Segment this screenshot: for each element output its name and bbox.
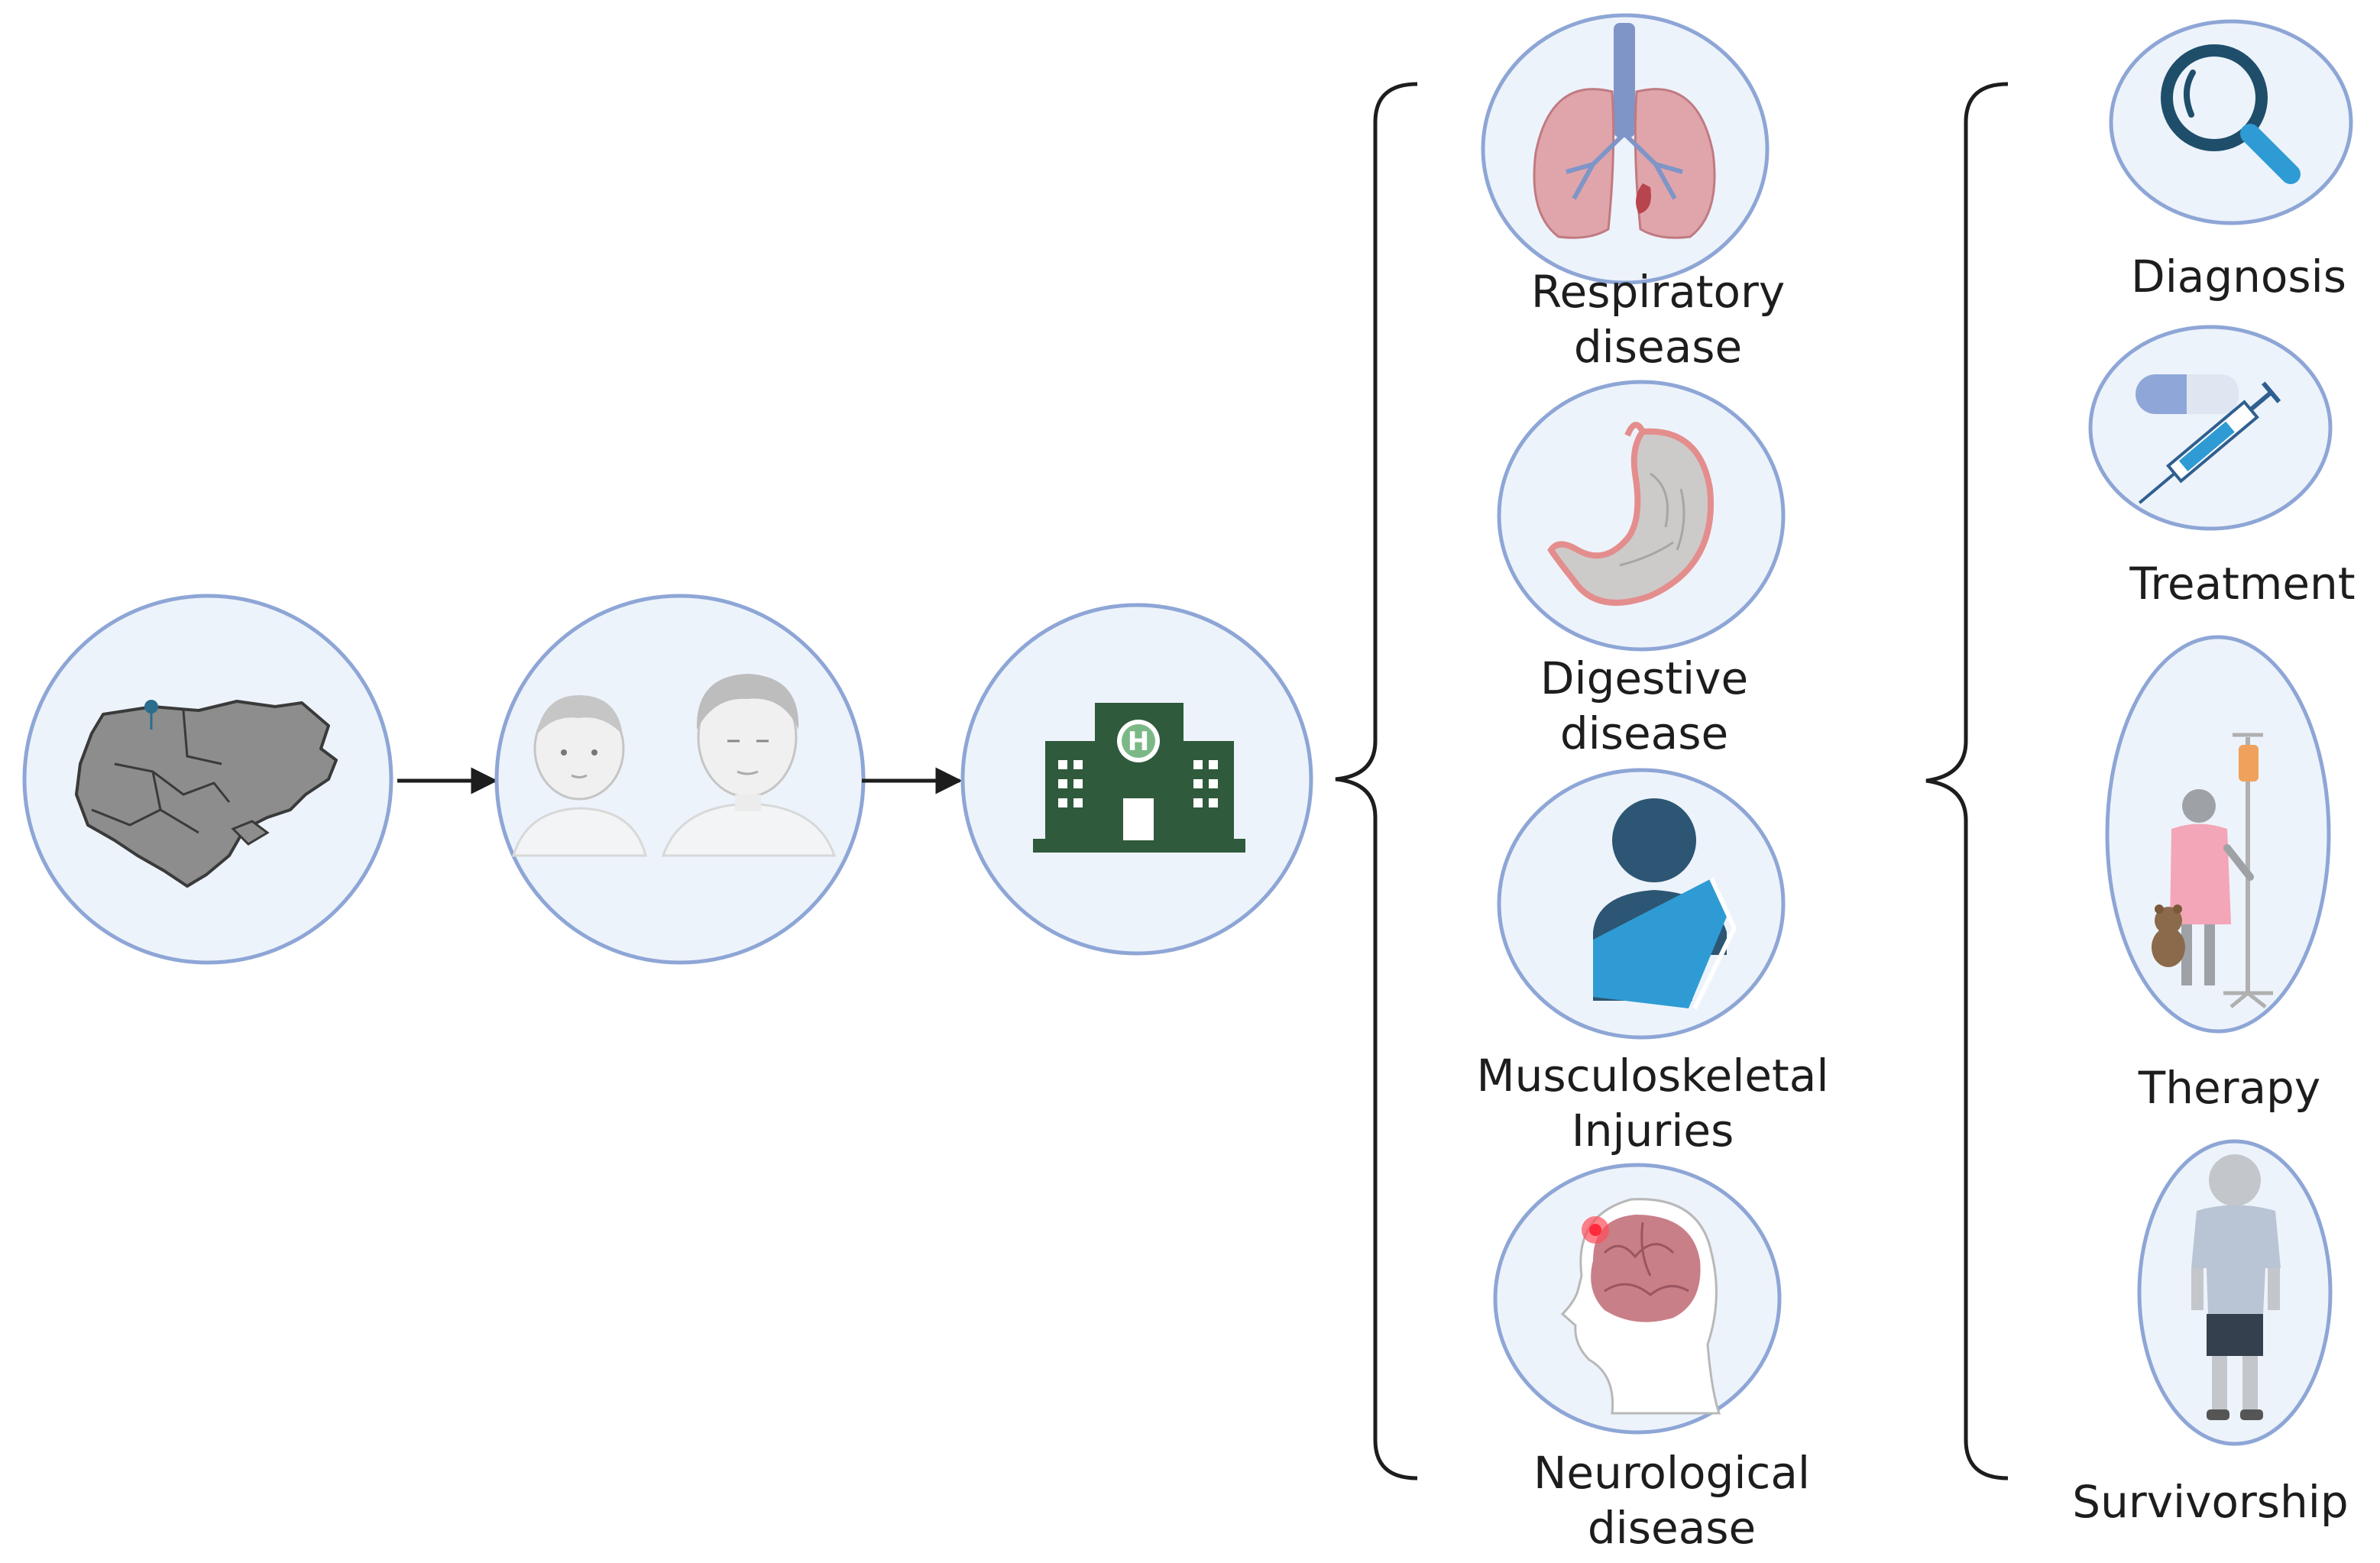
pill-syringe-icon [2136, 374, 2281, 504]
disease-label-line1: Musculoskeletal [1476, 1050, 1829, 1102]
care-node-therapy [2105, 635, 2331, 1034]
hospital-node [960, 603, 1313, 956]
disease-node-respiratory [1481, 13, 1770, 285]
children-node [494, 594, 866, 965]
disease-label-line2: Injuries [1571, 1105, 1734, 1157]
map-node [22, 594, 393, 965]
arm-sling-icon [1593, 798, 1737, 1010]
stomach-icon [1547, 422, 1714, 606]
care-label-treatment: Treatment [2129, 558, 2356, 610]
disease-label-line1: Respiratory [1530, 266, 1786, 318]
disease-node-digestive [1497, 380, 1786, 652]
care-node-survivorship [2137, 1139, 2333, 1446]
brain-icon [1560, 1198, 1721, 1415]
magnifier-icon [2161, 44, 2301, 184]
disease-label-line2: disease [1587, 1502, 1757, 1554]
child-iv-drip-icon [2152, 733, 2273, 1008]
care-label-therapy: Therapy [2138, 1062, 2321, 1114]
disease-label-line1: Digestive [1540, 652, 1749, 704]
lungs-icon [1533, 23, 1716, 239]
disease-label-respiratory: Respiratory disease [1531, 264, 1785, 374]
care-label-survivorship: Survivorship [2072, 1476, 2349, 1528]
ukraine-map-icon [75, 700, 338, 888]
hospital-icon [1033, 703, 1245, 853]
care-label-diagnosis: Diagnosis [2131, 251, 2346, 303]
disease-label-musculoskeletal: Musculoskeletal Injuries [1477, 1048, 1829, 1158]
child-standing-icon [2191, 1154, 2281, 1420]
care-node-treatment [2088, 325, 2333, 531]
disease-node-musculoskeletal [1497, 768, 1786, 1040]
disease-label-digestive: Digestive disease [1540, 651, 1748, 761]
hospital-sign: H [1128, 726, 1149, 757]
disease-label-line2: disease [1559, 707, 1729, 759]
disease-label-neurological: Neurological disease [1533, 1445, 1810, 1555]
care-node-diagnosis [2109, 19, 2353, 225]
care-brace [1925, 82, 2009, 1480]
disease-label-line1: Neurological [1533, 1447, 1810, 1499]
disease-node-neurological [1493, 1163, 1782, 1435]
disease-brace [1335, 82, 1418, 1480]
children-faces-icon [511, 674, 837, 857]
disease-label-line2: disease [1573, 321, 1743, 373]
teddy-bear-icon [2152, 904, 2185, 967]
